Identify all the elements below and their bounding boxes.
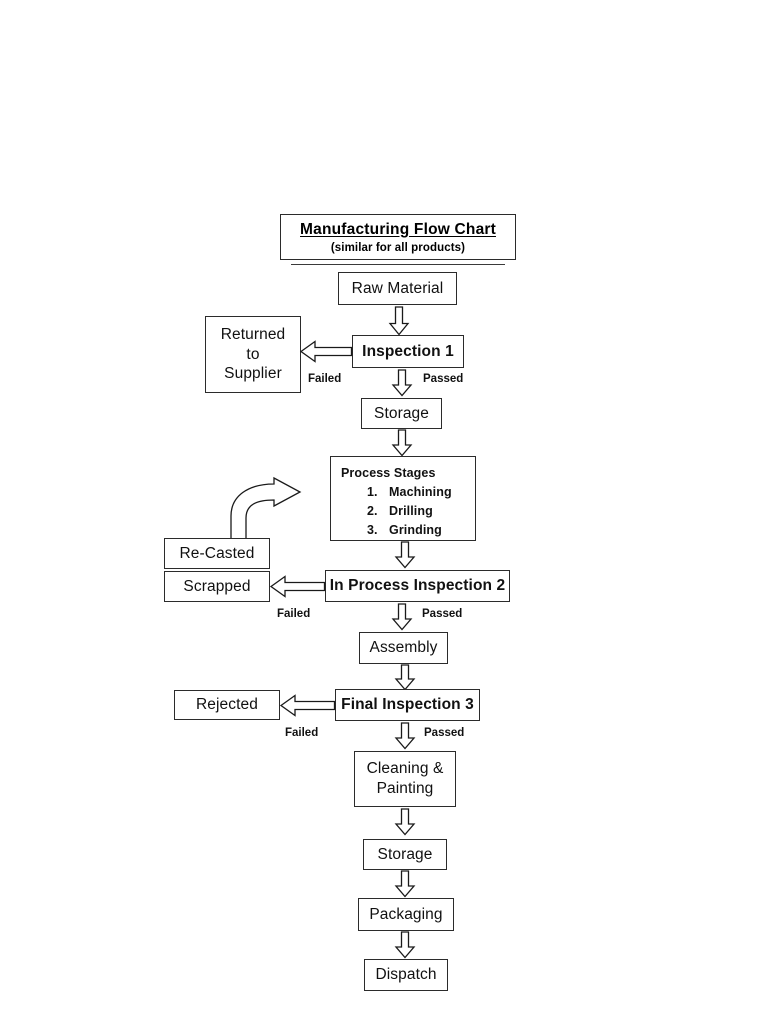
- arrow-down-raw-to-inspection1: [388, 306, 410, 336]
- list-item-label: Machining: [389, 485, 452, 499]
- node-label: Assembly: [369, 639, 438, 657]
- arrow-left-inspection2-to-scrapped: [269, 575, 326, 598]
- arrow-left-inspection1-to-returned: [299, 340, 353, 363]
- node-raw-material: Raw Material: [338, 272, 457, 305]
- list-item-number: 1.: [367, 485, 378, 499]
- node-label: Storage: [377, 845, 433, 863]
- title-separator: [291, 264, 505, 265]
- node-label: Storage: [374, 404, 429, 422]
- node-scrapped: Scrapped: [164, 571, 270, 602]
- arrow-down-packaging-to-dispatch: [394, 931, 416, 959]
- arrow-down-storage-to-process: [391, 429, 413, 457]
- process-stages-heading: Process Stages: [341, 466, 436, 480]
- node-label: Inspection 1: [362, 342, 454, 360]
- arrow-down-process-to-inspection2: [394, 541, 416, 569]
- node-re-casted: Re-Casted: [164, 538, 270, 569]
- node-label-line1: Cleaning &: [366, 760, 444, 778]
- node-dispatch: Dispatch: [364, 959, 448, 991]
- arrow-down-cleaning-to-storage2: [394, 808, 416, 836]
- edge-label-passed-2: Passed: [422, 608, 463, 620]
- node-label: Rejected: [196, 696, 258, 714]
- node-in-process-inspection-2: In Process Inspection 2: [325, 570, 510, 602]
- node-label-line2: Painting: [376, 780, 434, 797]
- arrow-down-inspection2-to-assembly: [391, 603, 413, 631]
- list-item-number: 2.: [367, 504, 378, 518]
- node-label: Re-Casted: [179, 544, 255, 562]
- edge-label-passed-1: Passed: [423, 373, 464, 385]
- node-returned-to-supplier: Returned to Supplier: [205, 316, 301, 393]
- node-final-inspection-3: Final Inspection 3: [335, 689, 480, 721]
- node-label: Packaging: [369, 905, 443, 923]
- list-item: 1. Machining: [367, 483, 452, 502]
- node-label-line2: to: [246, 345, 260, 363]
- edge-label-failed-3: Failed: [285, 727, 319, 739]
- arrow-down-assembly-to-final: [394, 664, 416, 691]
- node-label: Dispatch: [375, 966, 437, 984]
- page-subtitle: (similar for all products): [330, 241, 466, 254]
- node-label-line3: Supplier: [224, 365, 282, 383]
- list-item-number: 3.: [367, 523, 378, 537]
- node-inspection-1: Inspection 1: [352, 335, 464, 368]
- node-packaging: Packaging: [358, 898, 454, 931]
- node-cleaning-painting: Cleaning & Painting: [354, 751, 456, 807]
- node-label: In Process Inspection 2: [329, 577, 506, 595]
- node-storage-1: Storage: [361, 398, 442, 429]
- node-storage-2: Storage: [363, 839, 447, 870]
- node-label: Final Inspection 3: [341, 696, 474, 714]
- edge-label-failed-2: Failed: [277, 608, 311, 620]
- node-label: Scrapped: [183, 577, 251, 595]
- list-item: 3. Grinding: [367, 521, 452, 540]
- node-label: Raw Material: [351, 279, 444, 297]
- process-stages-list: 1. Machining 2. Drilling 3. Grinding: [341, 483, 452, 540]
- arrow-left-final-to-rejected: [279, 694, 336, 717]
- arrow-curved-recasted-to-process: [222, 476, 332, 541]
- node-assembly: Assembly: [359, 632, 448, 664]
- node-rejected: Rejected: [174, 690, 280, 720]
- edge-label-passed-3: Passed: [424, 727, 465, 739]
- node-process-stages: Process Stages 1. Machining 2. Drilling …: [330, 456, 476, 541]
- arrow-down-final-to-cleaning: [394, 722, 416, 750]
- arrow-down-inspection1-to-storage: [391, 369, 413, 397]
- list-item: 2. Drilling: [367, 502, 452, 521]
- list-item-label: Drilling: [389, 504, 433, 518]
- page-title: Manufacturing Flow Chart: [300, 220, 496, 238]
- chart-title-box: Manufacturing Flow Chart (similar for al…: [280, 214, 516, 260]
- arrow-down-storage2-to-packaging: [394, 870, 416, 898]
- node-label-line1: Returned: [220, 325, 286, 343]
- edge-label-failed-1: Failed: [308, 373, 342, 385]
- list-item-label: Grinding: [389, 523, 442, 537]
